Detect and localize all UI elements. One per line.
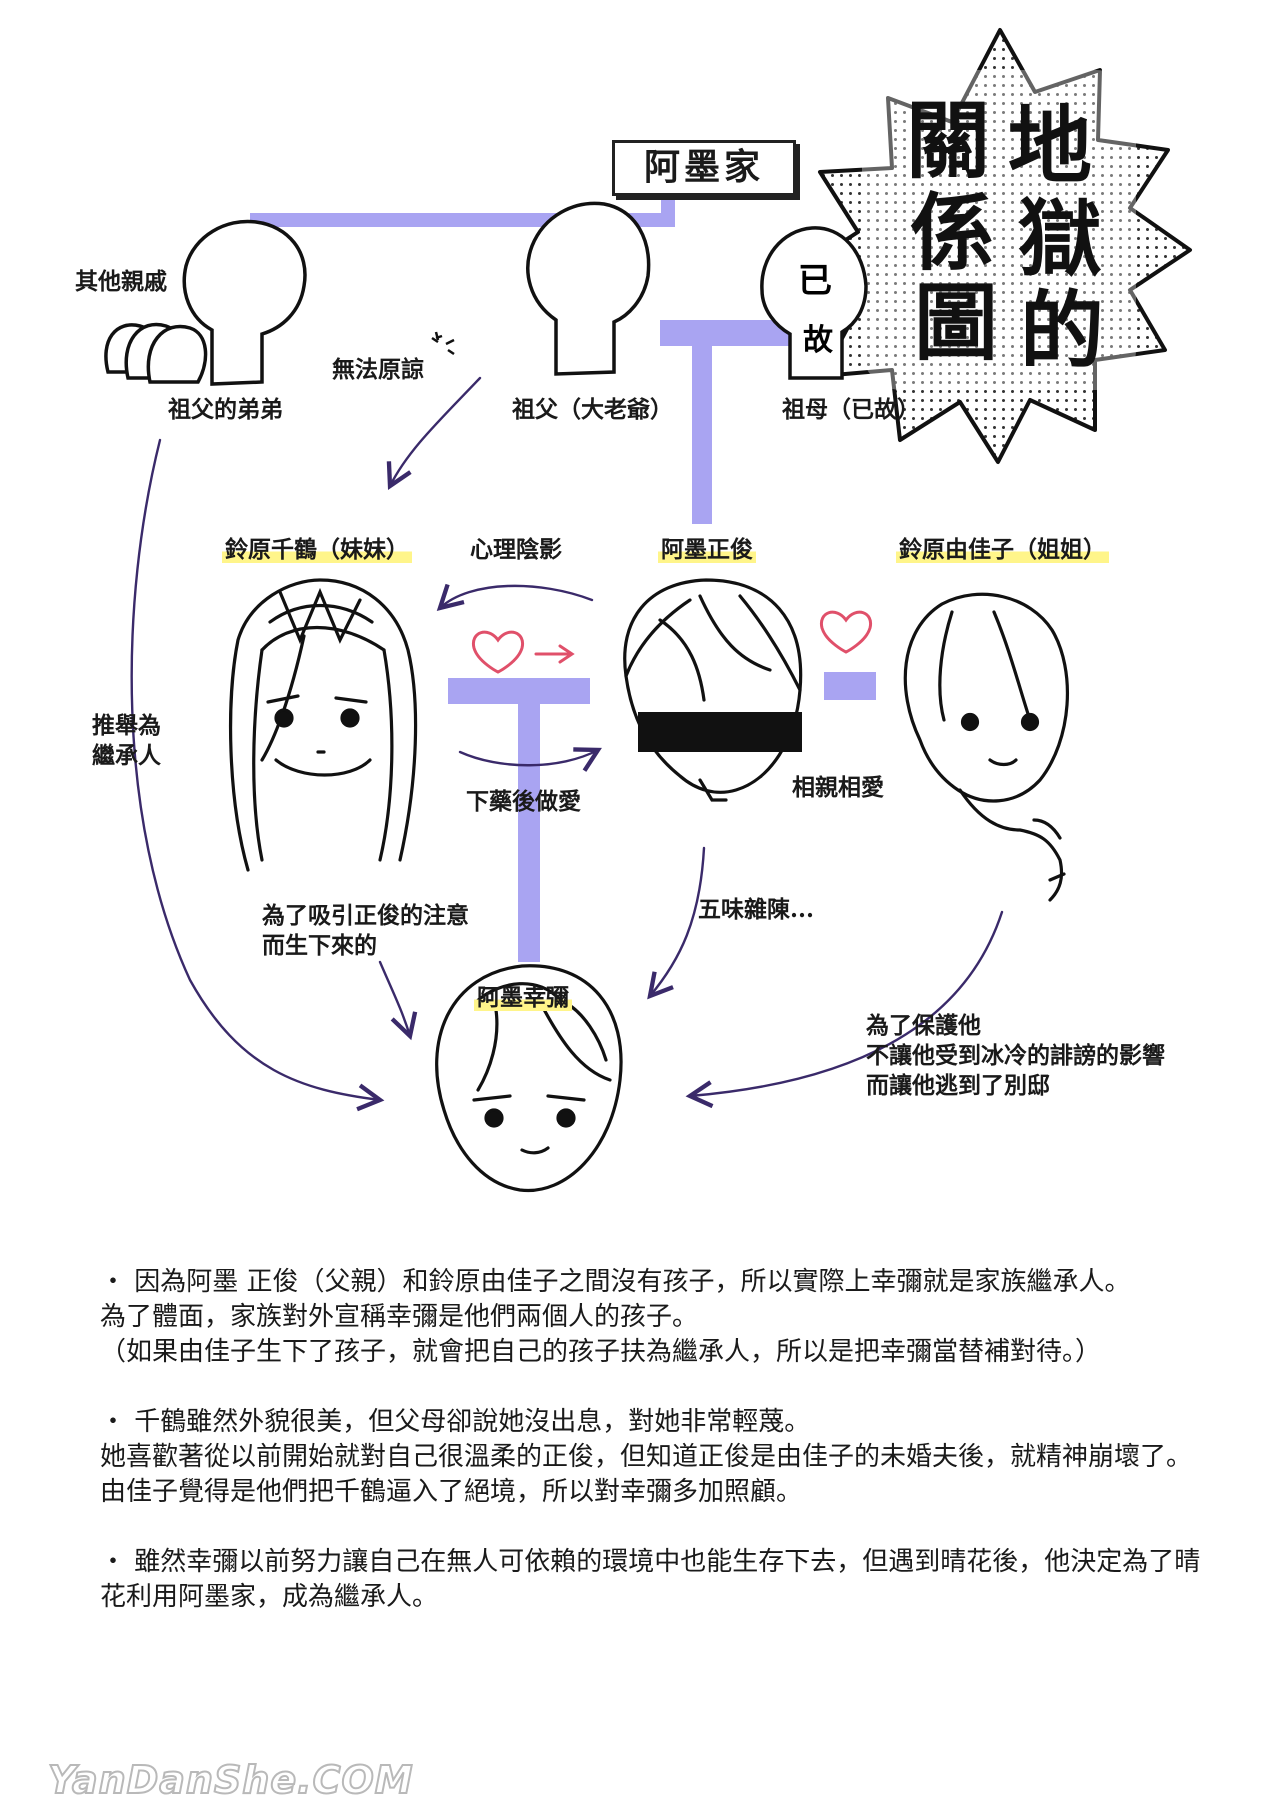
chizuru-face bbox=[229, 578, 418, 872]
watermark: YanDanShe.COM bbox=[47, 1757, 414, 1803]
note-line: ・ 千鶴雖然外貌很美，但父母卻說她沒出息，對她非常輕蔑。 bbox=[100, 1407, 811, 1437]
yukiko-label: 鈴原由佳子（姐姐） bbox=[896, 536, 1109, 563]
note-line: （如果由佳子生下了孩子，就會把自己的孩子扶為繼承人，所以是把幸彌當替補對待。） bbox=[100, 1337, 1102, 1367]
heir-recommend-line-1: 推舉為 bbox=[92, 712, 161, 739]
koya-label: 阿墨幸彌 bbox=[474, 984, 572, 1011]
masatoshi-face bbox=[623, 578, 803, 802]
notes-section: ・ 因為阿墨 正俊（父親）和鈴原由佳子之間沒有孩子，所以實際上幸彌就是家族繼承人… bbox=[100, 1265, 1220, 1615]
censor-bar bbox=[638, 712, 802, 752]
title-char-5: 係 bbox=[910, 183, 994, 282]
title-burst: 地 獄 的 關 係 圖 bbox=[794, 28, 1192, 464]
koya-face bbox=[435, 964, 623, 1193]
note-line: 她喜歡著從以前開始就對自己很溫柔的正俊，但知道正俊是由佳子的未婚夫後，就精神崩壞… bbox=[100, 1442, 1193, 1472]
relatives-label: 其他親戚 bbox=[75, 268, 167, 295]
note-line: ・ 雖然幸彌以前努力讓自己在無人可依賴的環境中也能生存下去，但遇到晴花後，他決定… bbox=[100, 1547, 1201, 1612]
family-name-box: 阿墨家 bbox=[612, 140, 796, 196]
heir-recommend-line-2: 繼承人 bbox=[92, 742, 161, 769]
love-each-other-label: 相親相愛 bbox=[792, 774, 884, 801]
title-char-6: 圖 bbox=[914, 273, 998, 372]
title-char-3: 的 bbox=[1020, 281, 1104, 380]
grand-uncle-label: 祖父的弟弟 bbox=[168, 396, 283, 423]
grandmother-label: 祖母（已故） bbox=[782, 396, 920, 423]
grand-uncle-figure bbox=[182, 219, 307, 386]
note-line: 由佳子覺得是他們把千鶴逼入了絕境，所以對幸彌多加照顧。 bbox=[100, 1477, 803, 1507]
note-line: ・ 因為阿墨 正俊（父親）和鈴原由佳子之間沒有孩子，所以實際上幸彌就是家族繼承人… bbox=[100, 1267, 1131, 1297]
chizuru-label: 鈴原千鶴（妹妹） bbox=[222, 536, 412, 563]
heart-icon bbox=[471, 630, 575, 674]
grandfather-figure bbox=[526, 201, 651, 376]
born-for-attention-line-2: 而生下來的 bbox=[262, 932, 377, 959]
heart-icon-2 bbox=[819, 610, 873, 654]
relatives-figure bbox=[104, 322, 208, 384]
cannot-forgive-label: 無法原諒 bbox=[332, 356, 424, 383]
grandmother-figure: 已 故 bbox=[760, 226, 868, 380]
title-char-1: 地 bbox=[1008, 96, 1092, 195]
note-line: 為了體面，家族對外宣稱幸彌是他們兩個人的孩子。 bbox=[100, 1302, 699, 1332]
born-for-attention-line-1: 為了吸引正俊的注意 bbox=[262, 902, 469, 929]
masatoshi-label: 阿墨正俊 bbox=[658, 536, 756, 563]
protect-line-1: 為了保護他 bbox=[866, 1012, 981, 1039]
protect-line-3: 而讓他逃到了別邸 bbox=[866, 1072, 1050, 1099]
yukiko-face bbox=[903, 592, 1069, 902]
title-char-2: 獄 bbox=[1018, 189, 1102, 288]
relation-arrows bbox=[130, 376, 1004, 1112]
drugged-label: 下藥後做愛 bbox=[466, 788, 581, 815]
mixed-feelings-label: 五味雜陳... bbox=[698, 896, 815, 923]
diagram-art: 地 獄 的 關 係 圖 bbox=[104, 28, 1192, 1193]
deceased-mark-bottom: 故 bbox=[803, 323, 834, 358]
title-char-4: 關 bbox=[906, 91, 990, 190]
deceased-mark-top: 已 bbox=[798, 261, 832, 301]
relationship-diagram: 地 獄 的 關 係 圖 bbox=[75, 28, 1192, 1193]
trauma-label: 心理陰影 bbox=[470, 536, 562, 563]
grandfather-label: 祖父（大老爺） bbox=[512, 396, 673, 423]
anger-mark-icon bbox=[431, 331, 455, 356]
protect-line-2: 不讓他受到冰冷的誹謗的影響 bbox=[866, 1042, 1165, 1069]
